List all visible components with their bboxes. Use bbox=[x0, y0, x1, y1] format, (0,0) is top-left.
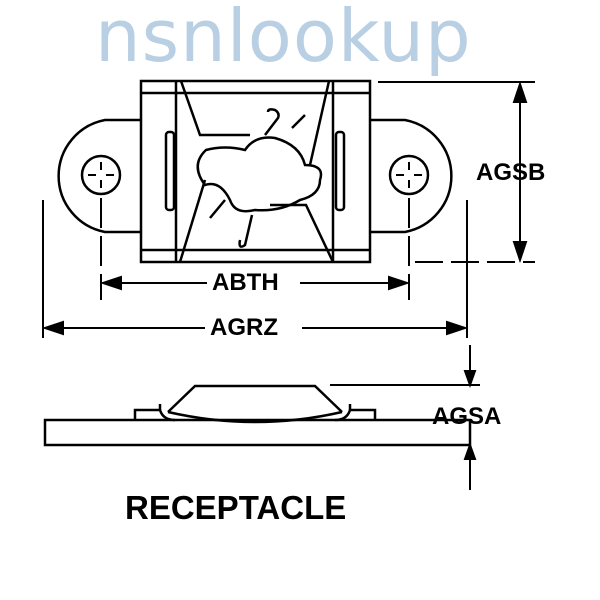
side-view bbox=[43, 384, 472, 447]
caption: RECEPTACLE bbox=[125, 489, 347, 526]
watermark: nsnlookup bbox=[95, 0, 472, 78]
dimension-label-agsb: AGSB bbox=[476, 159, 546, 186]
dimension-lines bbox=[41, 80, 535, 490]
dimension-label-agsa: AGSA bbox=[432, 403, 502, 430]
top-view bbox=[57, 79, 453, 264]
dimension-label-abth: ABTH bbox=[212, 269, 279, 296]
dimension-label-agrz: AGRZ bbox=[210, 314, 278, 341]
